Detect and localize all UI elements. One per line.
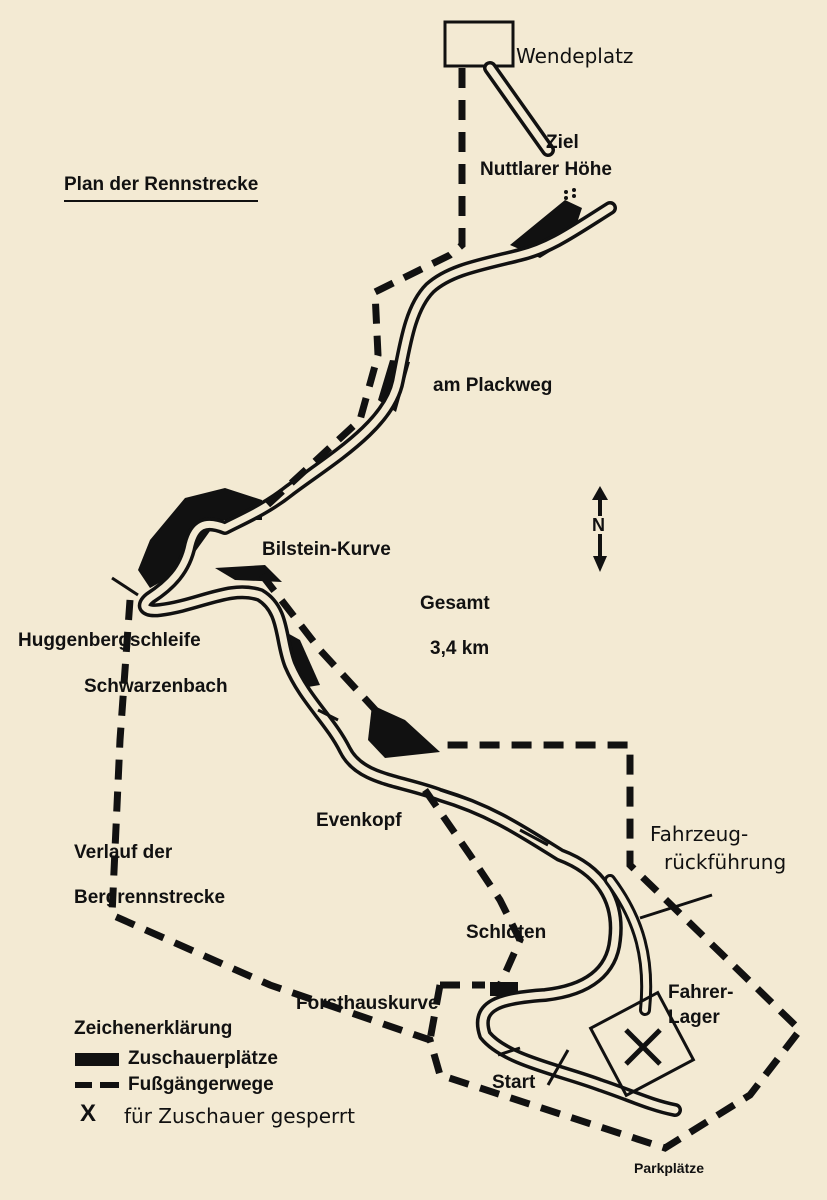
label-bergrennstrecke: Bergrennstrecke	[74, 887, 226, 908]
label-plackweg: am Plackweg	[433, 375, 553, 396]
race-track	[137, 61, 682, 1117]
label-start: Start	[492, 1072, 536, 1093]
label-lager: Lager	[668, 1007, 720, 1028]
label-ziel: Ziel	[546, 132, 579, 153]
label-fahrzeug: Fahrzeug-	[650, 822, 749, 846]
label-rueckfuehrung: rückführung	[664, 850, 787, 874]
map-title: Plan der Rennstrecke	[64, 174, 259, 202]
spectator-areas	[138, 200, 582, 996]
label-nuttlarer-hoehe: Nuttlarer Höhe	[480, 159, 612, 180]
fahrerlager	[588, 990, 696, 1098]
ziel-dots	[564, 188, 576, 200]
label-bilstein-kurve: Bilstein-Kurve	[262, 539, 391, 560]
footpath-schloeten	[422, 788, 524, 987]
label-schloeten: Schlöten	[466, 922, 547, 943]
legend-closed-symbol: X	[80, 1100, 97, 1127]
label-gesamt: Gesamt	[420, 593, 490, 614]
label-wendeplatz: Wendeplatz	[516, 44, 634, 68]
label-parkplaetze: Parkplätze	[634, 1160, 705, 1176]
label-fahrer: Fahrer-	[668, 982, 734, 1003]
footpath-forsthaus	[426, 981, 485, 1041]
cross-icon	[624, 1028, 662, 1066]
label-schwarzenbach: Schwarzenbach	[84, 676, 228, 697]
legend-spectator-swatch	[75, 1053, 119, 1066]
label-distance: 3,4 km	[430, 638, 490, 659]
north-label: N	[591, 515, 606, 535]
footpath-perimeter	[108, 599, 805, 1152]
legend-closed: für Zuschauer gesperrt	[124, 1104, 355, 1128]
footpath-ziel-plackweg	[259, 68, 466, 513]
label-forsthauskurve: Forsthauskurve	[296, 993, 439, 1014]
label-huggenbergschleife: Huggenbergschleife	[18, 630, 201, 651]
label-evenkopf: Evenkopf	[316, 810, 402, 831]
legend-footpaths: Fußgängerwege	[128, 1074, 274, 1095]
footpaths	[108, 68, 805, 1152]
legend-spectators: Zuschauerplätze	[128, 1048, 278, 1069]
wendeplatz-box	[443, 20, 515, 68]
label-verlauf-der: Verlauf der	[74, 842, 173, 863]
spectator-area-ziel	[510, 200, 582, 258]
legend-heading: Zeichenerklärung	[74, 1018, 233, 1039]
spectator-area-bilstein	[138, 488, 262, 588]
spectator-area-huggenberg	[215, 565, 282, 582]
spectator-area-schwarzenbach-2	[368, 705, 440, 758]
